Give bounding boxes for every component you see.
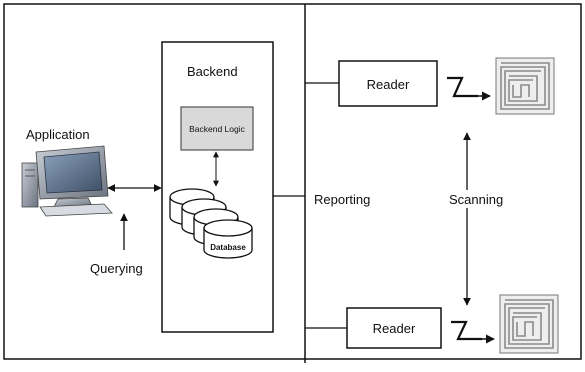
outer-frame bbox=[3, 3, 582, 360]
application-label: Application bbox=[26, 127, 90, 142]
reader-top-box bbox=[338, 60, 438, 107]
database-label: Database bbox=[210, 243, 246, 252]
zigzag-signal-icon bbox=[447, 76, 478, 98]
database-icon bbox=[169, 188, 253, 259]
scanning-label: Scanning bbox=[449, 192, 503, 207]
zigzag-signal-icon bbox=[451, 320, 482, 341]
reporting-label: Reporting bbox=[314, 192, 370, 207]
scanning-label-bg bbox=[447, 190, 515, 208]
backend-box bbox=[161, 41, 274, 333]
computer-icon bbox=[21, 145, 113, 217]
backend-title: Backend bbox=[187, 64, 238, 79]
backend-logic-box bbox=[180, 106, 254, 151]
reader-top-label: Reader bbox=[367, 77, 410, 92]
reader-bottom-box bbox=[346, 307, 442, 349]
querying-label: Querying bbox=[90, 261, 143, 276]
rfid-tag-icon bbox=[499, 294, 559, 354]
reader-bottom-label: Reader bbox=[373, 321, 416, 336]
rfid-tag-icon bbox=[495, 57, 555, 115]
backend-logic-label: Backend Logic bbox=[189, 124, 246, 134]
